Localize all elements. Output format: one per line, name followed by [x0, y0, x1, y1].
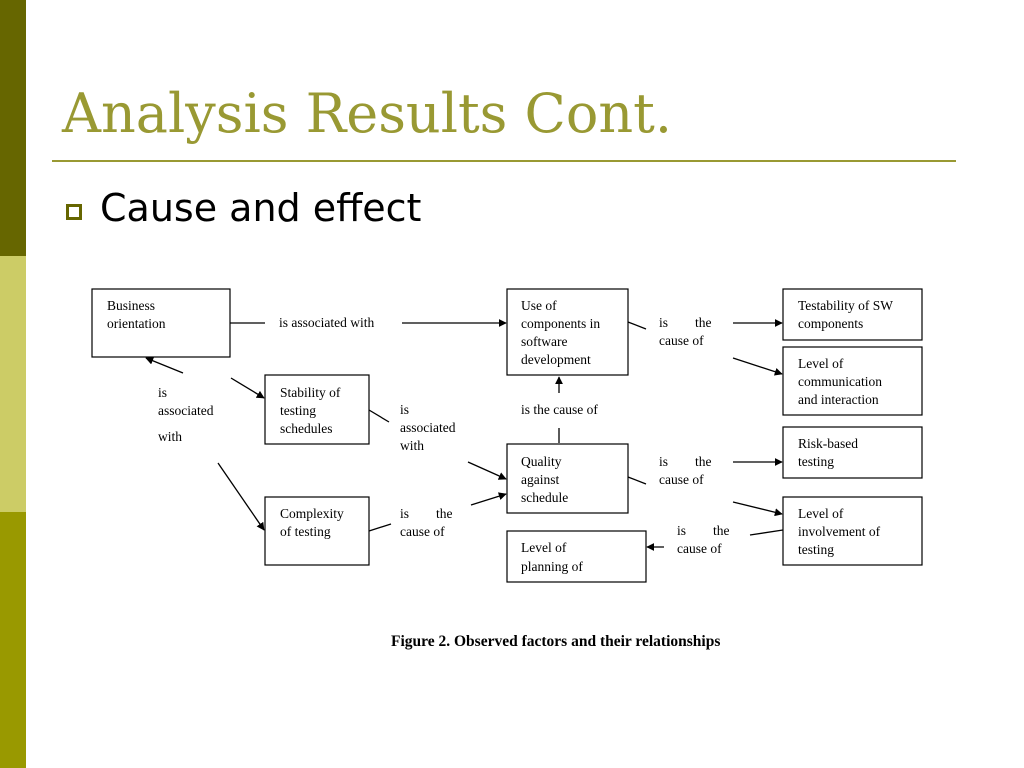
- node-box-use-of-components: [506, 288, 629, 376]
- edge-label-cause-complexity: is the cause of: [0, 0, 469, 539]
- node-text-quality: Quality against schedule: [521, 454, 568, 505]
- sidebar-band-bottom: [0, 512, 26, 768]
- connector-complexity-tail: [368, 523, 392, 532]
- arrow-quality-to-involvement: [732, 501, 783, 517]
- arrow-to-complexity: [217, 462, 265, 531]
- node-box-level-of-planning: [506, 530, 647, 583]
- bullet-text: Cause and effect: [100, 186, 422, 230]
- node-text-business-orientation: Business orientation: [107, 298, 166, 331]
- arrow-to-stability: [230, 377, 265, 399]
- connector-involvement-tail: [749, 529, 784, 536]
- node-box-stability: [264, 374, 370, 445]
- edge-label-cause-planning: is the cause of: [677, 523, 730, 556]
- connector-stability-tail: [368, 409, 390, 423]
- arrow-stability-to-quality: [467, 461, 507, 480]
- node-text-testability: Testability of SW components: [798, 298, 896, 331]
- edge-label-cause-up: is the cause of: [521, 402, 598, 417]
- node-text-involvement: Level of involvement of testing: [798, 506, 883, 557]
- node-box-risk-based: [782, 426, 923, 479]
- node-text-stability: Stability of testing schedules: [280, 385, 344, 436]
- edge-label-cause-use: is the cause of: [0, 0, 728, 348]
- node-box-quality: [506, 443, 629, 514]
- figure-caption: Figure 2. Observed factors and their rel…: [391, 633, 720, 650]
- edge-label-cause-quality: is the cause of: [0, 0, 728, 487]
- edge-label-assoc-top: is associated with: [279, 315, 374, 330]
- square-bullet-icon: [66, 204, 82, 220]
- arrow-use-to-communication: [732, 357, 783, 376]
- connector-use-tail: [627, 321, 647, 330]
- node-text-level-of-planning: Level of planning of: [521, 540, 583, 574]
- arrow-complexity-to-quality: [470, 492, 507, 506]
- connector-quality-tail: [627, 476, 647, 485]
- edge-label-assoc-left: is associated with: [158, 385, 217, 444]
- slide-title: Analysis Results Cont.: [62, 82, 673, 145]
- node-box-testability: [782, 288, 923, 341]
- node-text-risk-based: Risk-based testing: [798, 436, 861, 469]
- node-box-communication: [782, 346, 923, 416]
- node-text-complexity: Complexity of testing: [280, 506, 347, 539]
- sidebar-band-top: [0, 0, 26, 256]
- arrow-to-business-orientation: [145, 356, 184, 374]
- title-underline: [52, 160, 956, 162]
- edge-label-assoc-mid: is associated with: [400, 402, 459, 453]
- node-box-involvement: [782, 496, 923, 566]
- sidebar-band-middle: [0, 256, 26, 512]
- node-text-use-of-components: Use of components in software developmen…: [521, 298, 604, 367]
- node-text-communication: Level of communication and interaction: [798, 356, 885, 407]
